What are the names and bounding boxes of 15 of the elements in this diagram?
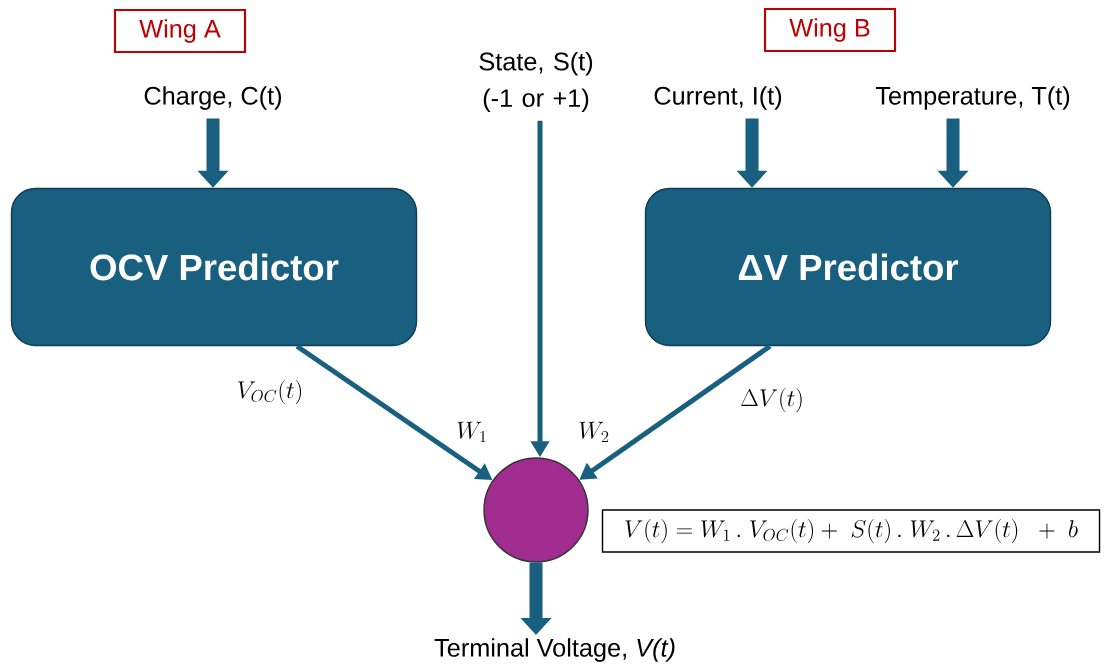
input-label: Temperature, T(t) — [875, 86, 1070, 110]
summing-node — [483, 457, 589, 563]
wing-label-box: Wing A — [113, 8, 247, 54]
input-label: Current, I(t) — [654, 86, 782, 110]
predictor-box: OCV Predictor — [10, 187, 418, 347]
edge-label: $\Delta V(t)$ — [741, 387, 802, 413]
weight-label: $W_1$ — [457, 421, 486, 443]
predictor-box: ΔV Predictor — [644, 187, 1052, 347]
input-label: State, S(t) (-1 or +1) — [479, 51, 593, 113]
input-label: Terminal Voltage, V(t) — [434, 638, 675, 662]
equation-box: $V(t) = W_1\,.\;V_{OC}(t) + \;S(t)\,.\;W_2\,.\,\Delta V(t)\;\; + \;b$ — [601, 509, 1101, 553]
edge-label: $V_{OC}(t)$ — [238, 379, 302, 405]
input-label: Charge, C(t) — [144, 86, 281, 110]
weight-label: $W_2$ — [579, 421, 609, 443]
wing-label-box: Wing B — [763, 7, 897, 53]
